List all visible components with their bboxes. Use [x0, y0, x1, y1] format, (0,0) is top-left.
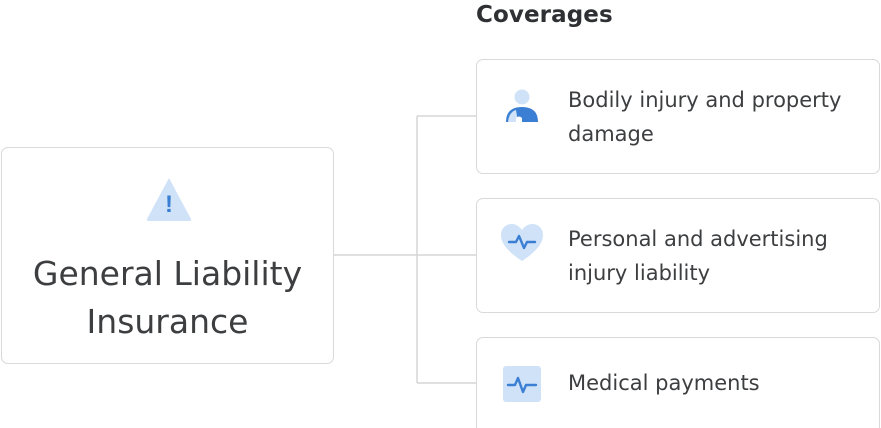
main-title-line-1: General Liability	[32, 254, 303, 293]
heart-pulse-icon	[501, 224, 543, 261]
coverage-label-medical-payments: Medical payments	[568, 371, 760, 395]
coverage-1-line-2: damage	[568, 122, 654, 146]
main-title: General Liability Insurance	[2, 250, 333, 346]
coverage-2-line-1: Personal and advertising	[568, 227, 828, 251]
coverage-card-medical-payments: Medical payments	[476, 337, 880, 428]
coverage-label-personal-advertising: Personal and advertising injury liabilit…	[568, 222, 863, 290]
warning-triangle-icon: !	[146, 178, 192, 221]
general-liability-card: ! General Liability Insurance	[1, 147, 334, 364]
coverages-heading: Coverages	[476, 2, 613, 28]
coverage-2-line-2: injury liability	[568, 261, 711, 285]
warning-glyph: !	[165, 191, 173, 218]
coverage-card-personal-advertising: Personal and advertising injury liabilit…	[476, 198, 880, 313]
coverage-label-bodily-injury: Bodily injury and property damage	[568, 83, 863, 151]
main-title-line-2: Insurance	[86, 302, 249, 341]
medical-pulse-icon	[503, 366, 541, 402]
coverage-card-bodily-injury: Bodily injury and property damage	[476, 59, 880, 174]
coverage-1-line-1: Bodily injury and property	[568, 88, 842, 112]
person-injury-icon	[506, 89, 538, 122]
